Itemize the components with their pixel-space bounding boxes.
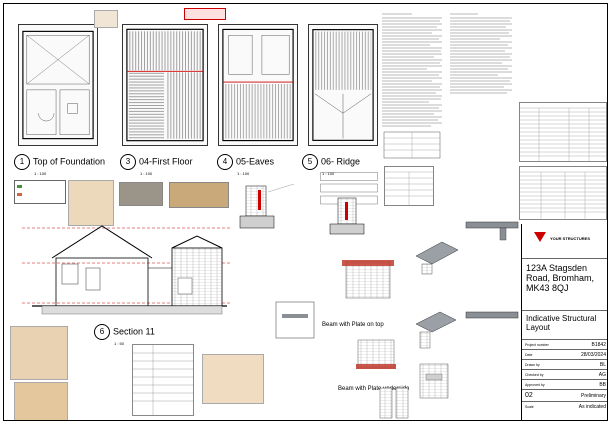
foundation-plan-drawing <box>22 30 94 140</box>
first-floor-plan-drawing <box>126 28 204 142</box>
notes-text-lines-1 <box>382 13 442 159</box>
project-address: 123A Stagsden Road, Bromham, MK43 8QJ <box>522 259 607 311</box>
view-scale-5: 1 : 100 <box>322 171 335 176</box>
isometric-render-2 <box>10 326 68 380</box>
steel-beam-elev-svg-2 <box>465 311 519 319</box>
detail-table-bottom-svg <box>133 345 193 415</box>
plan-top-of-foundation <box>18 24 98 146</box>
steel-beam-svg-1 <box>415 241 459 275</box>
beam-plate-under-label: Beam with Plate underside <box>338 386 410 392</box>
beam-plate-top-detail <box>338 252 398 302</box>
logo-area: YOUR STRUCTURES <box>522 224 607 259</box>
beam-plate-under-detail <box>352 334 400 374</box>
lintel-detail <box>272 298 318 342</box>
schedule-grid-2 <box>519 166 607 220</box>
view-scale-3: 1 : 100 <box>140 171 153 176</box>
foundation-detail-svg-1 <box>239 183 295 229</box>
schedule-table-1 <box>519 102 607 162</box>
beam-plate-under-svg <box>356 339 396 369</box>
wall-section-detail <box>376 386 412 420</box>
section-11-drawing <box>22 208 232 320</box>
schedule-grid-1 <box>519 102 607 162</box>
foundation-detail-1 <box>236 180 298 234</box>
steel-beam-detail-1 <box>412 226 462 276</box>
view-scale-6: 1 : 50 <box>114 341 125 346</box>
foundation-detail-2 <box>320 194 376 238</box>
site-photo-1 <box>119 182 163 206</box>
logo-text: YOUR STRUCTURES <box>550 236 591 241</box>
view-scale-1: 1 : 100 <box>34 171 47 176</box>
isometric-render-4 <box>202 354 264 404</box>
notes-text-lines-2 <box>450 13 512 94</box>
wall-section-svg <box>379 387 409 419</box>
view-scale-4: 1 : 100 <box>237 171 250 176</box>
section-elevation-svg <box>22 225 232 315</box>
isometric-render-3 <box>14 382 68 420</box>
padstone-detail <box>414 360 454 402</box>
site-photo-2 <box>169 182 229 208</box>
plan-first-floor <box>122 24 208 146</box>
drawing-title: Indicative Structural Layout <box>526 314 597 332</box>
schedule-table-2 <box>519 166 607 220</box>
beam-plate-top-label: Beam with Plate on top <box>322 322 384 328</box>
isometric-render-1 <box>68 180 114 226</box>
steel-beam-elev-svg-1 <box>465 221 519 241</box>
steel-beam-elevation-1 <box>464 212 520 242</box>
ridge-plan-drawing <box>312 29 374 141</box>
beam-plate-top-svg <box>342 260 394 299</box>
plan-eaves <box>218 24 298 146</box>
padstone-detail-svg <box>419 363 449 399</box>
steel-beam-detail-2 <box>412 304 460 354</box>
lintel-detail-svg <box>275 301 315 339</box>
legend-box <box>14 180 66 204</box>
steel-beam-svg-2 <box>415 311 457 349</box>
steel-beam-elevation-2 <box>464 304 520 328</box>
schedule-grid-middle <box>384 166 434 206</box>
detail-table-bottom <box>132 344 194 416</box>
red-warning-note <box>184 8 226 20</box>
general-notes-column-2 <box>450 10 514 100</box>
general-notes-column-1 <box>382 10 444 160</box>
schedule-table-middle <box>384 166 434 206</box>
eaves-plan-drawing <box>222 28 294 142</box>
foundation-detail-svg-2 <box>329 197 365 235</box>
title-block: YOUR STRUCTURES 123A Stagsden Road, Brom… <box>521 224 607 420</box>
isometric-top-view <box>94 10 118 28</box>
plan-ridge <box>308 24 378 146</box>
logo-icon <box>534 232 546 242</box>
